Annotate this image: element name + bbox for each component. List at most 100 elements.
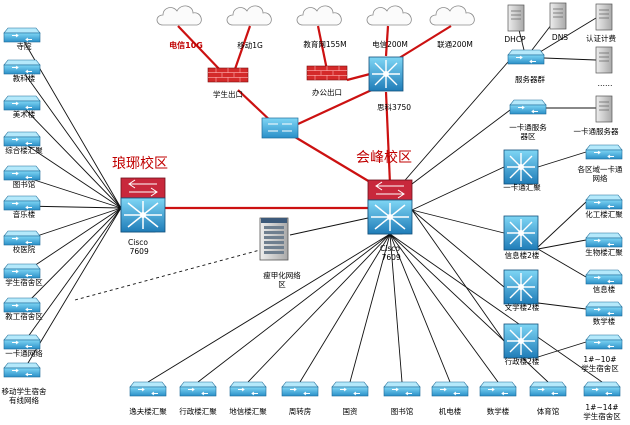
- bottom-switch-label-6: 机电楼: [439, 406, 462, 416]
- admin-core-switch: [503, 323, 539, 359]
- student-firewall: [207, 67, 249, 83]
- far-right-label-campus_card: 各区域一卡通网络: [578, 164, 623, 183]
- student-firewall-label: 学生出口: [213, 89, 243, 99]
- core-switch-siko-label: 思科3750: [377, 102, 411, 112]
- left-switch-label-3: 综合楼汇聚: [5, 145, 43, 155]
- left-switch-0: [3, 27, 41, 43]
- bottom-switch-0: [129, 381, 167, 397]
- left-switch-label-6: 校医院: [13, 244, 36, 254]
- bottom-switch-label-8: 体育馆: [537, 406, 560, 416]
- link-left-9: [21, 207, 122, 346]
- left-switch-5: [3, 195, 41, 211]
- left-switch-9: [3, 334, 41, 350]
- wen-core-switch: [503, 269, 539, 305]
- server-dhcp-bays: [511, 10, 521, 20]
- far-right-label-chem: 化工楼汇聚: [585, 209, 623, 219]
- link-bottom-0: [147, 233, 391, 383]
- card-agg-switch-label: 一卡通汇聚: [503, 182, 541, 192]
- link-extra-sg: [543, 57, 597, 61]
- link-bottom-4: [349, 233, 391, 383]
- link-far-right-campus_card: [537, 151, 587, 168]
- left-switch-4: [3, 165, 41, 181]
- far-right-label-info: 信息楼: [593, 284, 616, 294]
- link-info-core-switch-huifeng: [411, 209, 505, 234]
- langya-campus-label: 琅琊校区: [112, 155, 168, 172]
- left-switch-label-8: 教工宿舍区: [5, 311, 43, 321]
- virtualization-server-slot: [264, 251, 284, 254]
- left-switch-10: [3, 362, 41, 378]
- isp-label-mobile1g: 移动1G: [237, 40, 263, 50]
- core-switch-siko: [368, 56, 404, 92]
- server-dhcp: [507, 4, 525, 32]
- server-auth-label: 认证计费: [586, 33, 616, 43]
- far-right-label-dorm: 1#~10#学生宿舍区: [581, 355, 619, 373]
- link-telecom10g-fw: [177, 25, 223, 73]
- server-extra: [595, 46, 613, 74]
- link-siko-huifeng: [384, 91, 392, 185]
- left-switch-1: [3, 59, 41, 75]
- bottom-switch-label-4: 国资: [343, 406, 358, 416]
- left-switch-label-2: 美术楼: [13, 109, 36, 119]
- virtualization-server-slot: [264, 246, 284, 249]
- office-firewall-label: 办公出口: [312, 87, 342, 97]
- link-far-right-bio: [537, 239, 587, 250]
- bottom-switch-3: [281, 381, 319, 397]
- link-bottom-9: [389, 233, 603, 383]
- left-switch-8: [3, 297, 41, 313]
- far-right-label-math: 数学楼: [593, 316, 616, 326]
- isp-cloud-telecom200: [366, 5, 412, 26]
- link-bottom-6: [389, 233, 451, 383]
- bottom-switch-label-9: 1#~14#学生宿舍区: [583, 403, 621, 421]
- isp-cloud-mobile1g: [226, 5, 272, 26]
- server-card: [595, 95, 613, 123]
- bottom-switch-label-5: 图书馆: [391, 406, 414, 416]
- link-card-agg-switch-huifeng: [411, 166, 505, 211]
- left-switch-label-1: 教科楼: [13, 73, 36, 83]
- server-group-label: 服务器群: [515, 74, 545, 84]
- bottom-switch-label-1: 行政楼汇聚: [179, 406, 217, 416]
- core-switch-langya-chassis-top: [120, 177, 166, 199]
- bottom-switch-7: [479, 381, 517, 397]
- bottom-switch-label-2: 地信楼汇聚: [229, 406, 267, 416]
- server-dhcp-label: DHCP: [504, 35, 526, 44]
- virtualization-server-slot: [264, 236, 284, 239]
- link-bottom-7: [389, 233, 499, 383]
- link-telecom200-siko: [384, 25, 390, 57]
- far-right-switch-dorm: [585, 334, 623, 350]
- far-right-switch-bio: [585, 232, 623, 248]
- server-dns-label: DNS: [552, 33, 568, 42]
- link-bottom-3: [299, 233, 391, 383]
- bottom-switch-9: [583, 381, 621, 397]
- link-far-right-chem: [537, 201, 587, 248]
- info-core-switch-label: 信息楼2楼: [505, 250, 540, 260]
- isp-label-telecom200: 电信200M: [372, 39, 408, 49]
- core-switch-langya-top-arrows: [128, 179, 158, 197]
- virtualization-server-top: [261, 218, 287, 223]
- server-card-bays: [599, 101, 609, 111]
- link-mobile-fw: [232, 25, 252, 73]
- link-bottom-2: [247, 233, 391, 383]
- server-dns: [549, 2, 567, 30]
- link-fw-office-siko: [346, 72, 371, 82]
- isp-label-edunet: 教育网155M: [303, 39, 346, 49]
- core-switch-huifeng-chassis-hub: [387, 214, 393, 220]
- server-dns-bays: [553, 8, 563, 18]
- virtualization-server-label: 瘦甲化网络区: [263, 270, 301, 289]
- link-mid-siko: [297, 87, 377, 125]
- link-sg-huifeng: [399, 61, 509, 187]
- isp-cloud-unicom200: [429, 5, 475, 26]
- virtualization-server-slot: [264, 231, 284, 234]
- left-switch-label-9: 一卡通网络: [5, 348, 43, 358]
- left-switch-6: [3, 230, 41, 246]
- link-far-right-dorm: [537, 341, 587, 358]
- core-switch-huifeng-top-arrows: [375, 181, 405, 199]
- link-left-1: [21, 69, 122, 209]
- far-right-switch-info: [585, 269, 623, 285]
- link-left-4: [21, 175, 122, 209]
- link-zonecard-huifeng: [403, 109, 511, 191]
- link-bottom-5: [389, 233, 403, 383]
- card-agg-switch: [503, 149, 539, 185]
- left-switch-label-5: 音乐楼: [13, 209, 36, 219]
- bottom-switch-2: [229, 381, 267, 397]
- far-right-switch-campus_card: [585, 144, 623, 160]
